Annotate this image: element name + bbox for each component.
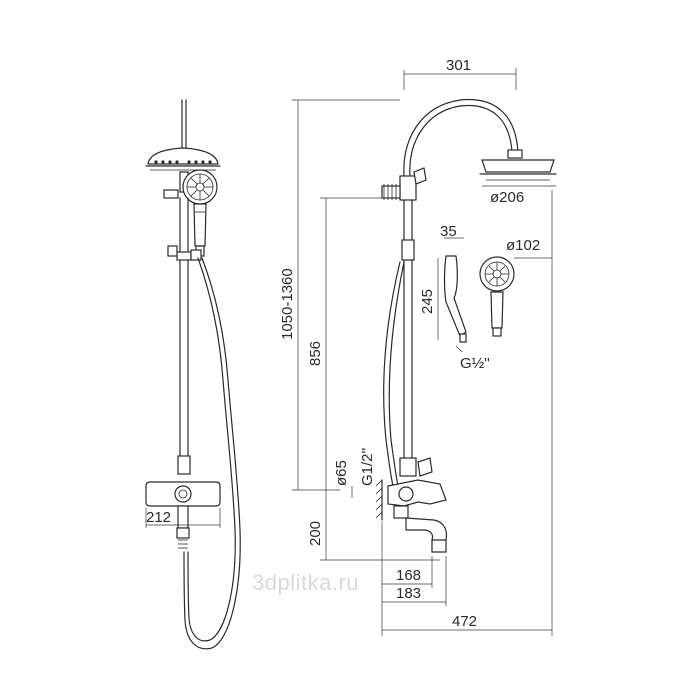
dim-183-label: 183 <box>396 585 421 602</box>
dim-hand-diameter-label: ø102 <box>506 237 540 254</box>
dim-200-label: 200 <box>307 521 324 546</box>
dim-168-label: 168 <box>396 567 421 584</box>
side-view: 301 ø206 1050-1360 856 ø65 G1/2'' 200 16… <box>279 57 557 636</box>
dim-856-label: 856 <box>307 341 324 366</box>
dim-hand-thread-label: G½'' <box>460 355 490 372</box>
front-view: 212 <box>145 99 241 650</box>
dim-hand-length-label: 245 <box>419 289 436 314</box>
dim-head-diameter-label: ø206 <box>490 189 524 206</box>
dim-mixer-depth-label: ø65 <box>333 460 350 486</box>
dim-212-label: 212 <box>146 509 171 526</box>
dim-472-label: 472 <box>452 613 477 630</box>
dim-total-height-label: 1050-1360 <box>279 268 296 340</box>
watermark: 3dplitka.ru <box>252 570 359 595</box>
hand-shower-detail: 35 245 G½'' ø102 <box>419 223 552 372</box>
dim-handle-width-label: 35 <box>440 223 457 240</box>
dim-mixer-thread-label: G1/2'' <box>359 448 376 486</box>
dim-301-label: 301 <box>446 57 471 74</box>
